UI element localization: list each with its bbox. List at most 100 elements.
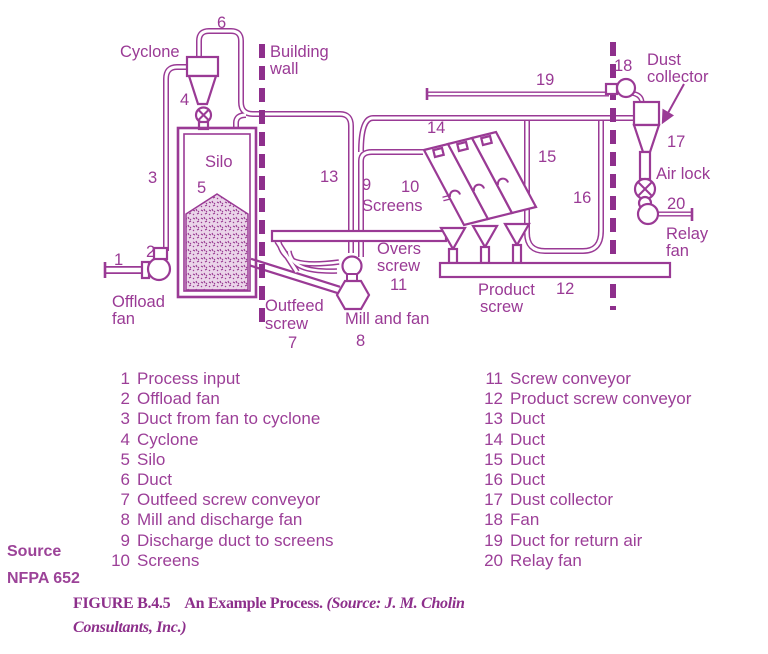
label-overs-2: screw (377, 257, 420, 275)
legend-number: 19 (484, 530, 503, 550)
dust-collector-cone (632, 123, 661, 154)
legend-item: 1 Process input (103, 369, 334, 389)
legend-label: Duct (510, 449, 545, 469)
process-diagram: Cyclone 6 Building wall 4 3 Silo 5 1 2 O… (0, 14, 711, 352)
legend-number: 11 (485, 369, 503, 388)
relay-fan-shape (636, 202, 660, 226)
label-9: 9 (362, 176, 371, 194)
screen-tab (479, 134, 494, 147)
legend-number: 5 (120, 449, 130, 469)
offload-fan-shape (146, 256, 172, 282)
caption-source-2: Consultants, Inc.) (73, 619, 187, 636)
screen-tab (455, 140, 470, 153)
label-mill-and-fan: Mill and fan (345, 310, 429, 328)
caption-line-2: Consultants, Inc.) (73, 616, 553, 640)
mill-fan-shape (341, 255, 363, 277)
label-11: 11 (390, 276, 407, 294)
caption-source-1: (Source: J. M. Cholin (326, 595, 465, 612)
legend-number: 10 (111, 550, 130, 570)
label-14: 14 (427, 119, 445, 137)
legend-label: Duct (510, 429, 545, 449)
duct-16 (546, 121, 601, 251)
funnel (471, 224, 499, 250)
legend-item: 18 Fan (476, 510, 691, 530)
funnel (439, 226, 467, 252)
label-17: 17 (667, 133, 685, 151)
label-outfeed-2: screw (265, 315, 308, 333)
cyclone-cone (187, 74, 218, 106)
legend-number: 20 (484, 550, 503, 570)
legend-item: 3 Duct from fan to cyclone (103, 409, 334, 429)
legend-label: Duct from fan to cyclone (137, 409, 321, 429)
funnel (503, 222, 531, 248)
label-relay-1: Relay (666, 225, 709, 243)
legend-label: Silo (137, 449, 166, 469)
caption-title: An Example Process. (184, 595, 323, 612)
dust-collector-stem (638, 150, 652, 181)
legend-number: 17 (484, 490, 503, 510)
rail-notches (448, 177, 509, 198)
label-19: 19 (536, 71, 554, 89)
equipment (140, 55, 685, 311)
legend-label: Duct (510, 470, 545, 490)
label-outfeed-1: Outfeed (265, 297, 324, 315)
legend-number: 18 (484, 510, 503, 530)
legend-label: Screens (137, 550, 200, 570)
fan18-shape (615, 77, 637, 99)
label-16: 16 (573, 189, 591, 207)
screen-slat (470, 130, 538, 215)
source-word: Source (7, 543, 62, 560)
legend-item: 5 Silo (103, 450, 334, 470)
legend-label: Process input (137, 369, 240, 388)
label-3: 3 (148, 169, 157, 187)
legend-label: Duct for return air (510, 530, 643, 550)
legend-label: Fan (510, 510, 540, 530)
label-5: 5 (197, 179, 206, 197)
legend-label: Mill and discharge fan (137, 510, 303, 530)
funnel-stub (511, 243, 523, 265)
label-7: 7 (288, 334, 297, 352)
label-4: 4 (180, 91, 189, 109)
legend-number: 7 (120, 490, 130, 510)
source-attribution: Source NFPA 652 (7, 538, 80, 592)
label-screens: Screens (362, 197, 423, 215)
label-10: 10 (401, 178, 419, 196)
caption-figure-number: FIGURE B.4.5 (73, 595, 171, 612)
label-silo: Silo (205, 153, 233, 171)
legend-number: 6 (120, 470, 130, 490)
legend-label: Cyclone (137, 429, 199, 449)
legend-label: Duct (510, 409, 545, 429)
label-overs-1: Overs (377, 240, 421, 258)
label-18: 18 (614, 57, 632, 75)
legend-item: 20 Relay fan (476, 551, 691, 571)
legend-number: 2 (120, 389, 130, 409)
legend-label: Screw conveyor (510, 369, 631, 388)
legend-label: Duct (137, 470, 172, 490)
legend-item: 6 Duct (103, 470, 334, 490)
silo-material-pile (185, 193, 249, 291)
legend-number: 1 (120, 369, 130, 388)
label-1: 1 (114, 251, 123, 269)
screens-bank (422, 130, 538, 227)
label-20: 20 (667, 195, 685, 213)
label-2: 2 (146, 243, 155, 261)
legend-number: 3 (120, 409, 130, 429)
label-6: 6 (217, 14, 226, 32)
dust-collector-body (632, 100, 661, 127)
source-code: NFPA 652 (7, 570, 80, 587)
duct-15 (527, 121, 561, 251)
screen-funnels (439, 222, 531, 265)
legend-label: Relay fan (510, 550, 582, 570)
label-air-lock: Air lock (656, 165, 711, 183)
legend-number: 9 (120, 530, 130, 550)
label-building-wall-1: Building (270, 43, 329, 61)
funnel-stub (479, 245, 491, 265)
funnel-stub (447, 247, 459, 265)
